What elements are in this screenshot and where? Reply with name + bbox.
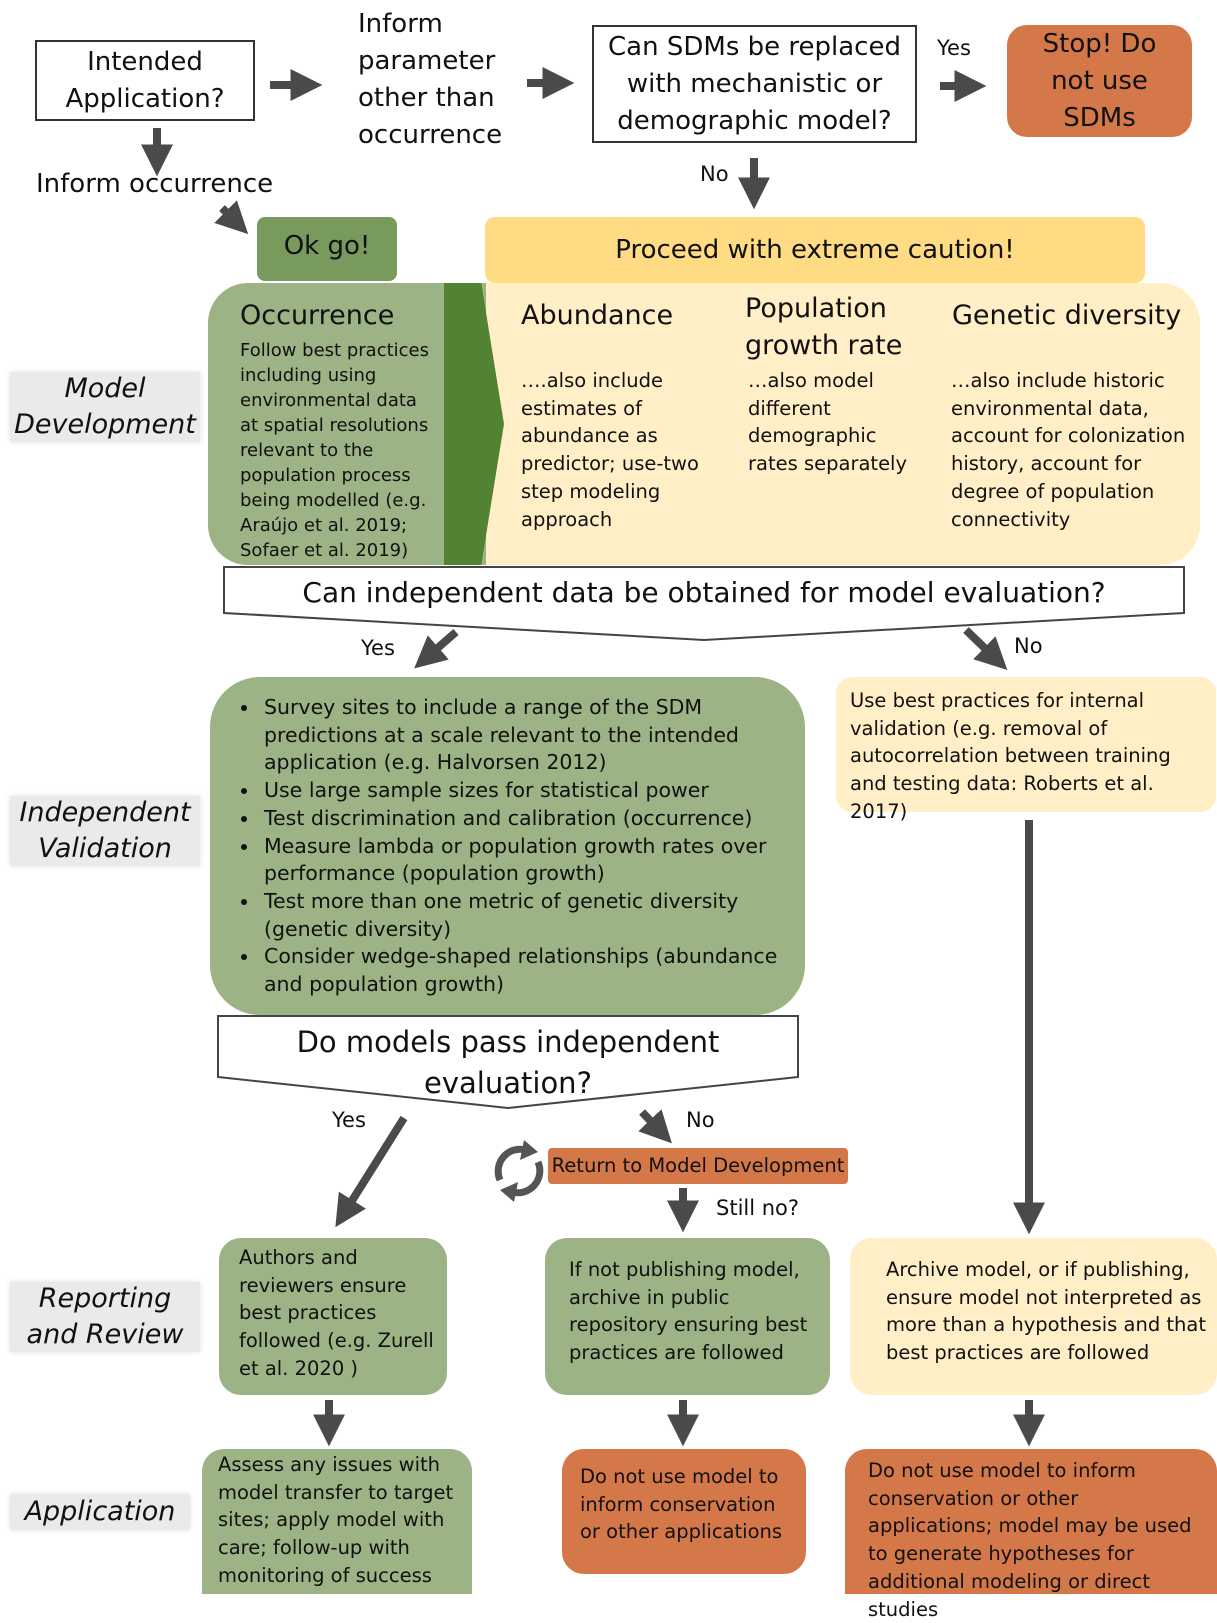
yes-label-pass: Yes xyxy=(332,1108,366,1132)
no-label-independent: No xyxy=(1014,634,1043,658)
arrow-to-ok-go xyxy=(214,200,249,235)
reporting-left-box: Authors and reviewers ensure best practi… xyxy=(219,1238,447,1395)
pass-q-shape xyxy=(217,1015,799,1110)
population-growth-title: Population growth rate xyxy=(745,293,903,361)
yes-label-stop: Yes xyxy=(937,36,971,60)
validation-bullet: Test discrimination and calibration (occ… xyxy=(260,805,805,833)
application-left-box: Assess any issues with model transfer to… xyxy=(202,1449,472,1594)
independent-data-question: Can independent data be obtained for mod… xyxy=(302,576,1106,609)
application-middle-box: Do not use model to inform conservation … xyxy=(562,1449,806,1574)
reporting-right-box: Archive model, or if publishing, ensure … xyxy=(850,1238,1217,1395)
inform-param-label: Inform parameter other than occurrence xyxy=(358,9,503,150)
indep-q-shape xyxy=(223,566,1185,642)
refresh-icon xyxy=(494,1145,544,1197)
still-no-label: Still no? xyxy=(716,1196,800,1220)
arrow-yes-to-report xyxy=(335,1115,408,1228)
reporting-middle-box: If not publishing model, archive in publ… xyxy=(545,1238,830,1395)
pass-evaluation-question: Do models pass independent evaluation? xyxy=(296,1025,720,1100)
application-right-box: Do not use model to inform conservation … xyxy=(845,1449,1217,1621)
genetic-diversity-text: …also include historic environmental dat… xyxy=(951,369,1186,531)
abundance-title: Abundance xyxy=(521,300,674,331)
stage-independent-validation: Independent Validation xyxy=(10,796,200,866)
internal-validation-box: Use best practices for internal validati… xyxy=(836,677,1216,823)
stage-application: Application xyxy=(10,1494,190,1530)
arrow-yes-to-validation xyxy=(414,628,459,669)
intended-application-box: Intended Application? xyxy=(35,40,255,121)
abundance-text: ….also include estimates of abundance as… xyxy=(521,369,699,531)
replace-question-box: Can SDMs be replaced with mechanistic or… xyxy=(592,25,917,143)
stop-box: Stop! Do not use SDMs xyxy=(1007,25,1192,137)
validation-bullet-list: Survey sites to include a range of the S… xyxy=(198,694,805,999)
no-label-replace: No xyxy=(700,162,729,186)
validation-panel: Survey sites to include a range of the S… xyxy=(210,677,805,1015)
occurrence-title: Occurrence xyxy=(240,300,395,331)
stage-model-development: Model Development xyxy=(10,372,200,442)
return-to-development-box: Return to Model Development xyxy=(548,1148,848,1184)
occurrence-text: Follow best practices including using en… xyxy=(240,340,429,561)
ok-go-box: Ok go! xyxy=(257,217,397,281)
arrow-no-to-internal xyxy=(963,627,1008,671)
caution-panel xyxy=(488,283,1200,565)
population-growth-text: …also model different demographic rates … xyxy=(748,369,908,476)
yes-label-independent: Yes xyxy=(361,636,395,660)
no-label-pass: No xyxy=(686,1108,715,1132)
validation-bullet: Use large sample sizes for statistical p… xyxy=(260,777,805,805)
validation-bullet: Measure lambda or population growth rate… xyxy=(260,833,805,888)
genetic-diversity-title: Genetic diversity xyxy=(952,300,1182,331)
validation-bullet: Test more than one metric of genetic div… xyxy=(260,888,805,943)
occurrence-panel xyxy=(208,283,488,565)
validation-bullet: Consider wedge-shaped relationships (abu… xyxy=(260,943,805,998)
validation-bullet: Survey sites to include a range of the S… xyxy=(260,694,805,777)
inform-occurrence-label: Inform occurrence xyxy=(36,169,274,199)
arrow-no-to-return xyxy=(638,1109,672,1144)
stage-reporting-review: Reporting and Review xyxy=(10,1282,200,1352)
caution-banner: Proceed with extreme caution! xyxy=(485,217,1145,283)
